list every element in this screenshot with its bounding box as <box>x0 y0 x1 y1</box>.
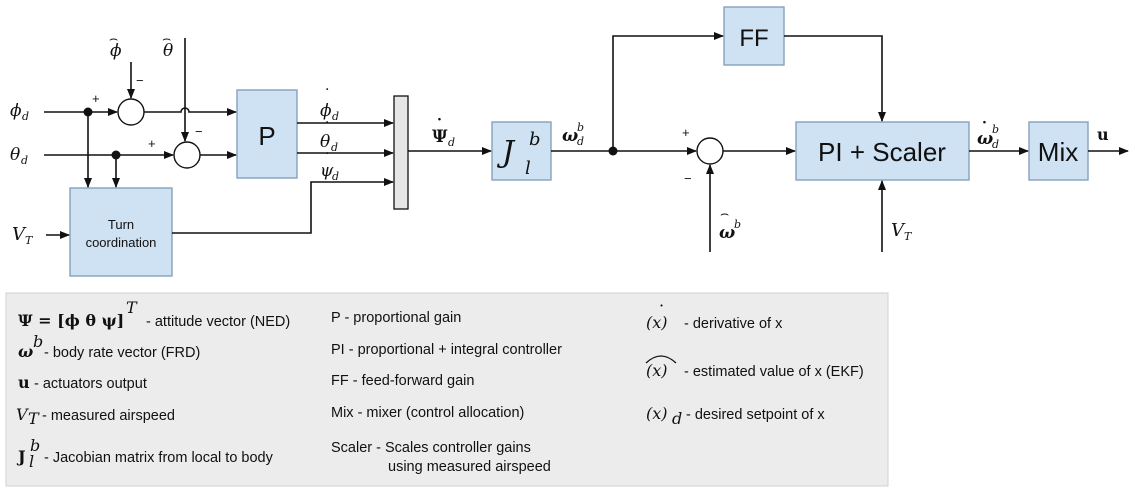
legend-psi-sup: T <box>126 298 138 317</box>
legend-u-math: u <box>18 373 30 392</box>
label-phi-d-sub: d <box>22 110 29 123</box>
label-psi-vec-dot-d: Ψ <box>432 127 448 147</box>
legend-omega-sup: b <box>33 332 43 351</box>
label-theta-hat: θ <box>163 41 173 61</box>
legend-psi-math: Ψ = [ϕ θ ψ] <box>18 311 124 330</box>
legend-est-hat-mark <box>645 355 677 364</box>
legend-est-math: (x) <box>646 361 668 380</box>
label-theta-dot-d: θ <box>320 132 330 152</box>
mix-block-label: Mix <box>1038 137 1078 167</box>
turn-block-label-1: Turn <box>108 217 134 232</box>
label-theta-hat-mark: ⌢ <box>162 31 171 47</box>
label-phi-dot-d: ϕ <box>320 101 332 121</box>
legend-vt-sub: T <box>28 409 40 428</box>
label-phi-dot-d-sub: d <box>332 110 339 123</box>
label-phi-hat-mark: ⌢ <box>109 31 118 47</box>
label-omega-dot: ω <box>977 129 993 149</box>
label-vt-right: V <box>891 220 906 241</box>
jacobian-block-sup: b <box>529 129 541 150</box>
legend-panel: Ψ = [ϕ θ ψ] T - attitude vector (NED) ω … <box>5 292 889 487</box>
label-psi-vec-dot-mark: · <box>437 112 442 128</box>
ff-block <box>723 6 785 66</box>
legend-jac-sub: l <box>29 452 34 471</box>
sign-plus-roll: + <box>92 91 100 106</box>
label-omega-hat-mark: ⌢ <box>720 206 729 222</box>
label-psi-dot-d-sub: d <box>332 170 339 183</box>
legend-background <box>5 292 889 487</box>
label-phi-d: ϕ <box>10 101 22 121</box>
junction-dot-rate <box>608 146 618 156</box>
legend-deriv-math: (x) <box>646 313 668 332</box>
turn-block-label-2: coordination <box>86 235 157 250</box>
wires <box>44 32 1129 252</box>
label-theta-dot-mark: · <box>325 115 329 131</box>
legend-psi-desc: - attitude vector (NED) <box>146 314 290 330</box>
sign-minus-rate: − <box>684 171 692 186</box>
legend-deriv-desc: - derivative of x <box>684 316 783 332</box>
legend-u-desc: - actuators output <box>34 376 147 392</box>
label-theta-d-sub: d <box>21 154 28 167</box>
legend-omega-desc: - body rate vector (FRD) <box>44 345 200 361</box>
legend-des-sub: d <box>672 409 682 428</box>
p-block-label: P <box>258 121 275 151</box>
pi-scaler-block-label: PI + Scaler <box>818 137 946 167</box>
legend-ff-desc: FF - feed-forward gain <box>331 373 474 389</box>
sum-junction-pitch <box>173 141 201 169</box>
turn-coordination-block <box>69 187 173 277</box>
legend-jac-sup: b <box>30 436 40 455</box>
legend-des-desc: - desired setpoint of x <box>686 407 825 423</box>
junction-dot-theta <box>111 150 121 160</box>
label-omega-dot-sub: d <box>992 138 999 151</box>
legend-scaler-desc-2: using measured airspeed <box>388 459 551 475</box>
sign-plus-rate: + <box>682 125 690 140</box>
legend-est-desc: - estimated value of x (EKF) <box>684 364 864 380</box>
label-u-output: u <box>1097 125 1109 144</box>
sign-minus-roll: − <box>136 73 144 88</box>
label-vt-left-sub: T <box>25 234 34 247</box>
label-omega-d-sub: d <box>577 135 584 148</box>
sum-junction-rate <box>696 137 724 165</box>
legend-jac-desc: - Jacobian matrix from local to body <box>44 450 274 466</box>
label-omega-hat-sup: b <box>734 218 741 231</box>
legend-vt-desc: - measured airspeed <box>42 408 175 424</box>
p-block <box>236 89 298 179</box>
label-phi-dot-mark: · <box>325 82 329 98</box>
label-theta-dot-d-sub: d <box>331 141 338 154</box>
mux-bar <box>393 95 409 210</box>
jacobian-block-sub: l <box>525 158 531 179</box>
label-omega-d-sup: b <box>577 121 584 134</box>
label-psi-dot-d: ψ <box>320 161 334 181</box>
legend-p-desc: P - proportional gain <box>331 310 461 326</box>
sign-minus-pitch: − <box>195 124 203 139</box>
legend-jac-math: J <box>16 447 26 466</box>
label-vt-left: V <box>12 224 27 245</box>
label-theta-d: θ <box>10 145 20 165</box>
legend-deriv-mark: · <box>659 296 664 315</box>
label-omega-dot-mark: · <box>982 115 987 131</box>
label-phi-hat: ϕ <box>110 41 122 61</box>
ff-block-label: FF <box>739 25 768 52</box>
legend-pi-desc: PI - proportional + integral controller <box>331 342 562 358</box>
legend-scaler-desc: Scaler - Scales controller gains <box>331 440 531 456</box>
sum-junction-roll <box>117 98 145 126</box>
label-psi-dot-mark: · <box>325 146 329 162</box>
label-omega-d: ω <box>562 126 578 146</box>
legend-des-math: (x) <box>646 404 668 423</box>
legend-mix-desc: Mix - mixer (control allocation) <box>331 405 524 421</box>
jacobian-block <box>491 121 552 181</box>
label-omega-dot-sup: b <box>992 123 999 136</box>
label-omega-hat: ω <box>719 223 735 243</box>
label-vt-right-sub: T <box>904 230 913 243</box>
legend-omega-math: ω <box>18 342 33 361</box>
label-psi-vec-dot-d-sub: d <box>448 136 455 149</box>
sign-plus-pitch: + <box>148 136 156 151</box>
legend-vt-math: V <box>16 405 29 424</box>
junction-dot-phi <box>83 107 93 117</box>
